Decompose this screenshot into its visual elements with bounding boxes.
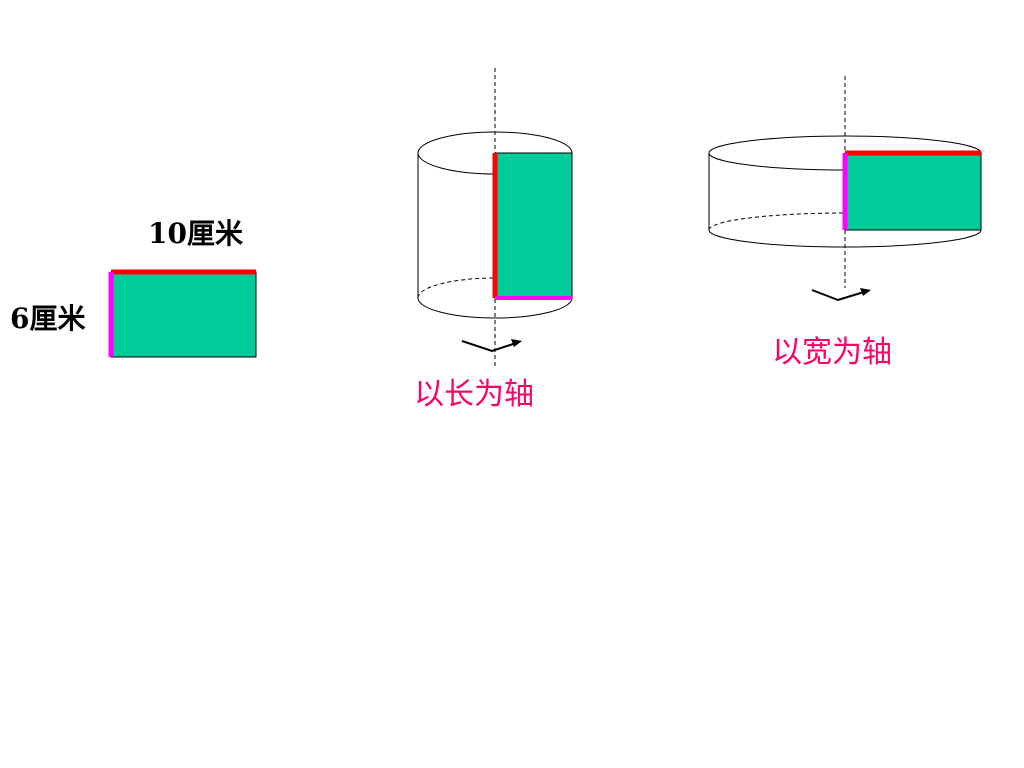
- rotation-arrow-icon: [811, 288, 871, 302]
- source-rectangle: [108, 269, 257, 358]
- rotating-rectangle: [494, 152, 573, 299]
- length-label: 10厘米: [148, 217, 243, 250]
- width-label: 6厘米: [10, 302, 85, 335]
- rectangle-body: [110, 271, 257, 358]
- disc-bottom-front: [708, 229, 982, 248]
- caption-rotate-about-width: 以宽为轴: [772, 335, 892, 370]
- cylinder-bottom-front: [417, 297, 573, 319]
- rotating-rectangle-wide: [844, 152, 982, 231]
- flat-cylinder: [708, 76, 982, 302]
- rotation-arrow-icon: [461, 339, 522, 353]
- tall-cylinder: [417, 68, 573, 368]
- caption-rotate-about-length: 以长为轴: [414, 377, 534, 412]
